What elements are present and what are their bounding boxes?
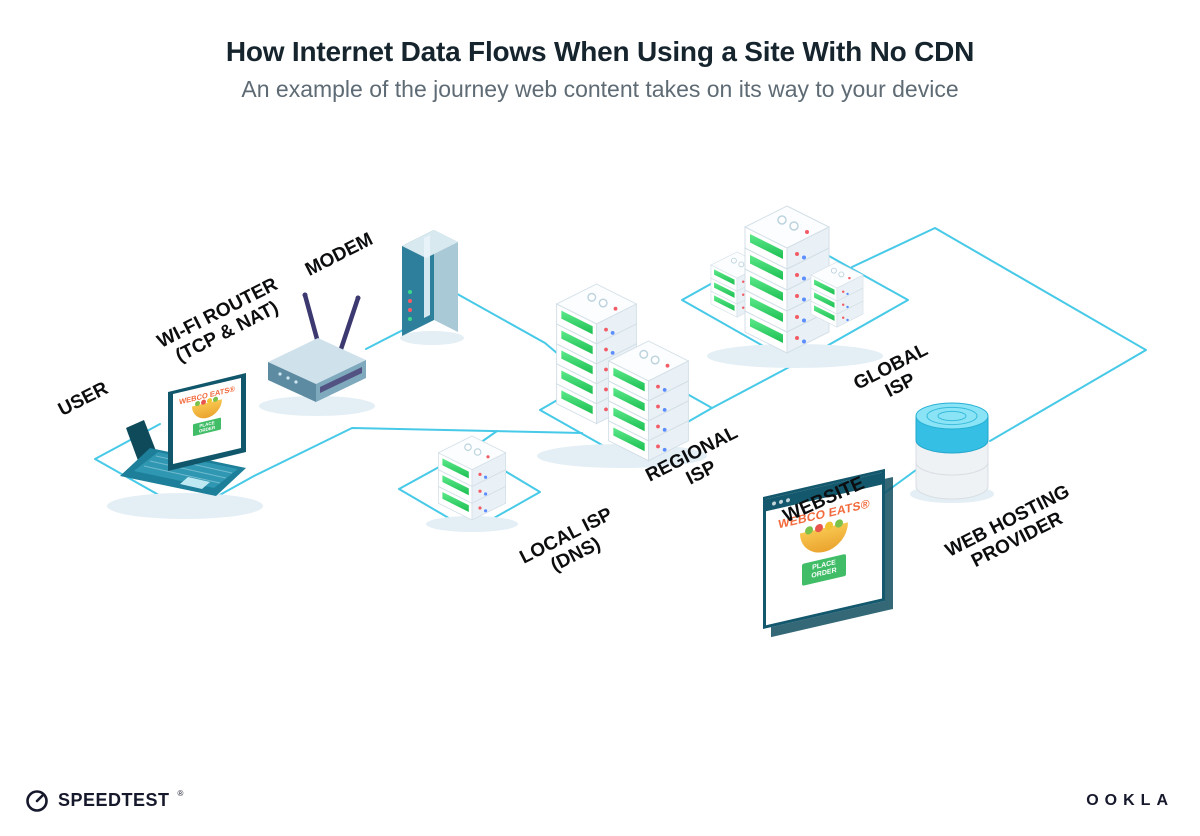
page-subtitle: An example of the journey web content ta… xyxy=(241,76,959,102)
label-regional-isp: REGIONAL ISP xyxy=(638,420,755,507)
speedtest-logo: SPEEDTEST ® xyxy=(24,787,183,813)
page-title: How Internet Data Flows When Using a Sit… xyxy=(225,36,975,67)
modem-icon xyxy=(402,230,458,336)
laptop-place-order-button: PLACE ORDER xyxy=(193,417,221,437)
speedtest-gauge-icon xyxy=(26,790,48,812)
label-web-hosting: WEB HOSTING PROVIDER xyxy=(936,478,1089,584)
speedtest-registered-mark: ® xyxy=(177,789,184,798)
label-user: USER xyxy=(55,378,112,421)
label-wifi-router: WI-FI ROUTER (TCP & NAT) xyxy=(146,270,299,376)
label-global-isp: GLOBAL ISP xyxy=(846,337,945,415)
global-isp-servers-icon xyxy=(710,205,864,354)
local-isp-server-icon xyxy=(437,435,507,521)
database-icon xyxy=(915,402,989,500)
taco-icon xyxy=(800,522,848,558)
label-modem: MODEM xyxy=(302,228,377,281)
ookla-wordmark: OOKLA xyxy=(1086,792,1174,809)
connection-lines xyxy=(94,227,1147,532)
speedtest-wordmark: SPEEDTEST xyxy=(58,790,170,810)
laptop-screen: WEBCO EATS® PLACE ORDER xyxy=(173,379,241,463)
place-order-button: PLACE ORDER xyxy=(802,553,846,586)
label-local-isp: LOCAL ISP (DNS) xyxy=(508,500,634,592)
regional-isp-servers-icon xyxy=(556,283,689,462)
browser-dots-icon xyxy=(772,500,776,506)
